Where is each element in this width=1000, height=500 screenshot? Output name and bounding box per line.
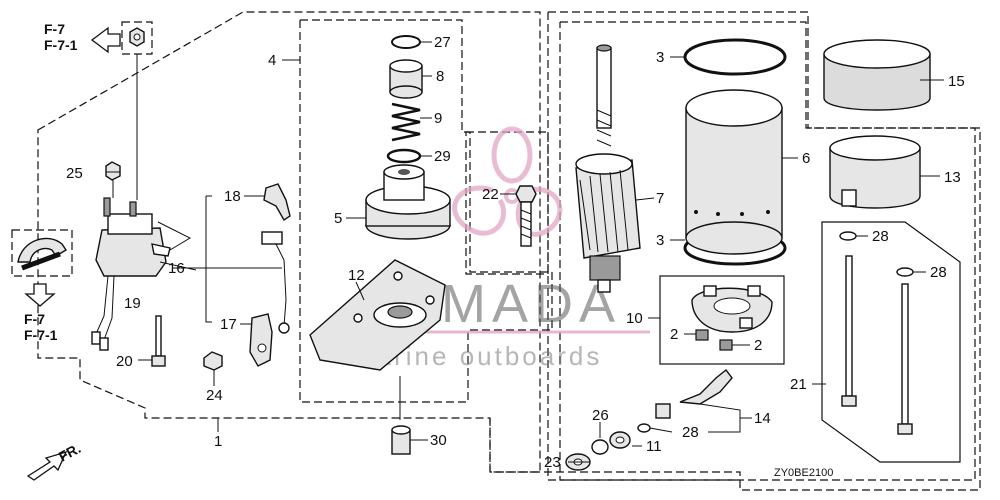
callout-28-lower: 28 <box>682 424 699 441</box>
band-15-part <box>823 39 931 111</box>
ref-top-left-arrow-icon <box>90 26 121 54</box>
washer-28-upper-part <box>839 231 857 241</box>
callout-11: 11 <box>646 438 662 455</box>
nut-24-part <box>203 351 223 371</box>
washer-28-lower-part <box>637 423 651 433</box>
callout-25: 25 <box>66 165 83 182</box>
cable-18-part <box>263 183 291 221</box>
callout-8: 8 <box>436 68 444 85</box>
assembly-boundary <box>37 11 541 473</box>
lower-assembly-box <box>489 418 741 480</box>
callout-2-left: 2 <box>670 326 678 343</box>
callout-3-upper: 3 <box>656 49 664 66</box>
watermark-logo <box>452 126 563 237</box>
through-bolt-21-left-part <box>841 255 857 407</box>
callout-9: 9 <box>434 110 442 127</box>
brush-holder-box <box>659 275 785 365</box>
callout-15: 15 <box>948 73 965 90</box>
ref-top-left-2: F-7-1 <box>44 37 78 53</box>
armature-7-part <box>575 44 641 293</box>
callout-13: 13 <box>944 169 961 186</box>
callout-3-lower: 3 <box>656 232 664 249</box>
collar-8-part <box>389 59 423 99</box>
callout-6: 6 <box>802 150 810 167</box>
terminal-14-part <box>655 369 733 419</box>
callout-10: 10 <box>626 310 643 327</box>
callout-22: 22 <box>482 186 499 203</box>
brush-holder-10-part <box>691 285 773 333</box>
bushing-30-part <box>391 425 411 455</box>
pinion-clutch-5-part <box>365 164 451 240</box>
armature-section-box <box>559 21 976 481</box>
callout-28-right: 28 <box>930 264 947 281</box>
callout-5: 5 <box>334 210 342 227</box>
cable-clip-icon <box>17 237 67 263</box>
through-bolt-box <box>821 221 961 463</box>
subassembly-4-box <box>299 19 553 403</box>
o-ring-3-upper-part <box>683 38 787 76</box>
callout-16: 16 <box>168 260 185 277</box>
bolt-22-part <box>515 185 537 247</box>
callout-20: 20 <box>116 353 133 370</box>
nut-11-part <box>609 431 631 449</box>
callout-7: 7 <box>656 190 664 207</box>
solenoid-part <box>91 197 171 351</box>
callout-29: 29 <box>434 148 451 165</box>
brush-2-right-part <box>719 339 733 351</box>
ref-left-2: F-7-1 <box>24 327 58 343</box>
snap-ring-27-part <box>391 35 421 49</box>
ref-left-1: F-7 <box>24 311 45 327</box>
callout-27: 27 <box>434 34 451 51</box>
ref-top-left-1: F-7 <box>44 21 65 37</box>
cable-17-part <box>249 313 273 367</box>
washer-26-part <box>591 439 609 455</box>
callout-26: 26 <box>592 407 609 424</box>
callout-14: 14 <box>754 410 771 427</box>
yoke-6-part <box>685 89 783 255</box>
washer-28-right-part <box>896 267 914 277</box>
callout-17: 17 <box>220 316 237 333</box>
front-direction-arrow-icon <box>26 450 68 481</box>
cover-13-part <box>829 135 921 209</box>
cable-16-part <box>261 231 290 334</box>
callout-30: 30 <box>430 432 447 449</box>
callout-18: 18 <box>224 188 241 205</box>
callout-2-right: 2 <box>754 337 762 354</box>
callout-19: 19 <box>124 295 141 312</box>
brush-2-left-part <box>695 329 709 341</box>
diagram-code: ZY0BE2100 <box>774 467 833 479</box>
washer-29-part <box>386 148 422 164</box>
callout-28-upper: 28 <box>872 228 889 245</box>
through-bolt-21-right-part <box>897 283 913 435</box>
callout-12: 12 <box>348 267 365 284</box>
callout-23: 23 <box>544 454 561 471</box>
callout-24: 24 <box>206 387 223 404</box>
spring-9-part <box>391 102 421 142</box>
bolt-20-part <box>151 315 166 367</box>
callout-4: 4 <box>268 52 276 69</box>
nut-icon <box>129 27 145 47</box>
end-frame-12-part <box>309 259 446 371</box>
callout-1: 1 <box>214 433 222 450</box>
callout-21: 21 <box>790 376 807 393</box>
nut-25-part <box>105 161 121 181</box>
ref-left-arrow-icon <box>24 283 56 307</box>
bolt-22-box <box>465 131 549 275</box>
clip-box-left <box>11 229 73 277</box>
